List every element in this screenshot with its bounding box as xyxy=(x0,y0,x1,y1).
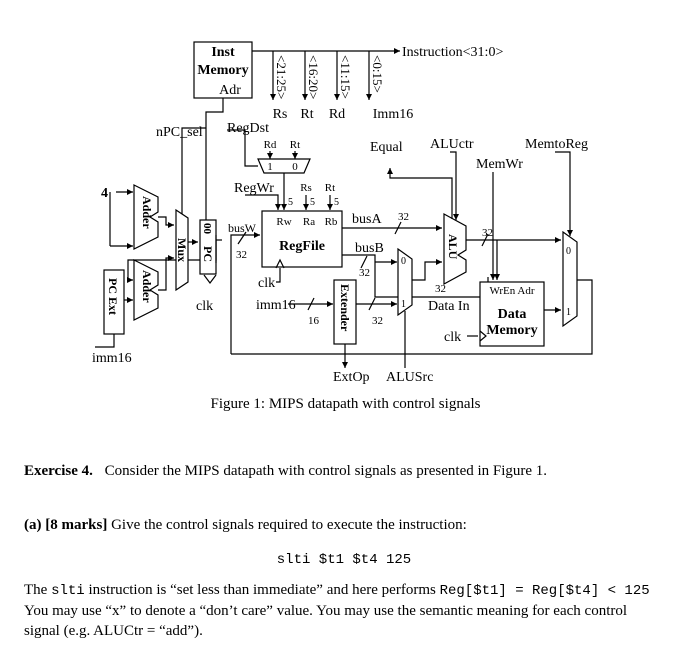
npc-mux xyxy=(175,208,189,292)
regdst-mux xyxy=(257,158,311,174)
busb-label: busB xyxy=(355,241,384,256)
npc-mux-label: Mux xyxy=(175,238,189,262)
field-name-rs: Rs xyxy=(273,107,288,122)
explanation-text-1: The xyxy=(24,582,52,598)
regdst-zero: 0 xyxy=(292,161,298,173)
data-memory-block xyxy=(479,281,545,347)
inst-memory-block xyxy=(193,41,253,99)
regfile-rt: Rt xyxy=(325,182,335,194)
explanation-paragraph: The slti instruction is “set less than i… xyxy=(24,580,664,641)
regdst-rd: Rd xyxy=(264,139,277,151)
ext-out-width: 32 xyxy=(372,315,383,327)
pc-ext-label: PC Ext xyxy=(106,278,120,315)
regdst-label: RegDst xyxy=(227,121,269,136)
pc-bits-label: 00 xyxy=(201,223,213,235)
pc-label: PC xyxy=(201,246,215,262)
data-memory-wren-adr: WrEn Adr xyxy=(489,285,534,297)
busw-label: busW xyxy=(228,221,257,235)
explanation-text-3: You may use “x” to denote a “don’t care”… xyxy=(24,603,628,639)
busa-label: busA xyxy=(352,212,382,227)
pc-clk-label: clk xyxy=(196,299,213,314)
imm16-left-label: imm16 xyxy=(92,351,132,366)
alusrc-label: ALUSrc xyxy=(386,370,433,385)
alusrc-mux-one: 1 xyxy=(401,299,406,310)
mips-datapath-figure: Inst Memory Adr Instruction<31:0> <21:25… xyxy=(92,41,593,385)
inst-memory-title2: Memory xyxy=(197,63,248,78)
regfile-ra: Ra xyxy=(303,216,315,228)
register-file xyxy=(261,210,343,268)
inst-memory-adr: Adr xyxy=(219,83,241,98)
alu-unit xyxy=(443,212,467,286)
alusrc-mux xyxy=(397,247,413,317)
regfile-rw: Rw xyxy=(276,216,291,228)
adder-top-label: Adder xyxy=(140,196,154,229)
instruction-label: Instruction<31:0> xyxy=(402,45,503,60)
regfile-five-1: 5 xyxy=(288,197,293,208)
memwr-label: MemWr xyxy=(476,157,523,172)
data-in-label: Data In xyxy=(428,299,470,314)
regfile-name: RegFile xyxy=(279,239,325,254)
adder-bottom-label: Adder xyxy=(140,270,154,303)
explanation-code-expr: Reg[$t1] = Reg[$t4] < 125 xyxy=(439,583,650,599)
regfile-rs: Rs xyxy=(300,182,312,194)
exercise-label: Exercise 4. xyxy=(24,463,93,479)
field-11-15: <11:15> xyxy=(338,55,353,99)
regdst-rt: Rt xyxy=(290,139,300,151)
regwr-label: RegWr xyxy=(234,181,274,196)
aluctr-label: ALUctr xyxy=(430,137,474,152)
data-memory-title2: Memory xyxy=(486,323,537,338)
imm16-mid-label: imm16 xyxy=(256,298,296,313)
field-21-25: <21:25> xyxy=(274,55,289,99)
regfile-five-3: 5 xyxy=(334,197,339,208)
data-memory-title: Data xyxy=(498,307,527,322)
regfile-rb: Rb xyxy=(325,216,338,228)
regdst-one: 1 xyxy=(267,161,273,173)
busa-width: 32 xyxy=(398,211,409,223)
equal-label: Equal xyxy=(370,140,403,155)
exercise-paragraph: Exercise 4. Consider the MIPS datapath w… xyxy=(24,461,664,481)
alu-label: ALU xyxy=(446,234,460,260)
field-0-15: <0:15> xyxy=(370,55,385,93)
memtoreg-label: MemtoReg xyxy=(525,137,588,152)
busb-to-mem-width: 32 xyxy=(435,283,446,295)
memtoreg-mux-one: 1 xyxy=(566,307,571,318)
explanation-text-2: instruction is “set less than immediate”… xyxy=(84,582,440,598)
four-constant: 4 xyxy=(101,186,108,201)
data-memory-clk-label: clk xyxy=(444,330,461,345)
field-name-rt: Rt xyxy=(300,107,313,122)
regfile-five-2: 5 xyxy=(310,197,315,208)
inst-memory-title: Inst xyxy=(211,45,235,60)
exercise-text: Consider the MIPS datapath with control … xyxy=(104,463,548,479)
field-16-20: <16:20> xyxy=(306,55,321,99)
figure-caption: Figure 1: MIPS datapath with control sig… xyxy=(210,396,481,412)
adder-bottom xyxy=(133,259,159,321)
alusrc-mux-zero: 0 xyxy=(401,256,406,267)
part-a-text: Give the control signals required to exe… xyxy=(111,517,467,533)
extender-label: Extender xyxy=(338,284,352,332)
part-a-label: (a) [8 marks] xyxy=(24,517,108,533)
extop-label: ExtOp xyxy=(333,370,370,385)
explanation-code-slti: slti xyxy=(51,583,85,599)
imm16-width: 16 xyxy=(308,315,320,327)
field-name-imm16: Imm16 xyxy=(373,107,413,122)
npc-sel-label: nPC_sel xyxy=(156,125,203,140)
part-a-paragraph: (a) [8 marks] Give the control signals r… xyxy=(24,515,664,535)
adder-top xyxy=(133,184,159,250)
field-name-rd: Rd xyxy=(329,107,345,122)
alu-out-width: 32 xyxy=(482,227,493,239)
regfile-clk-label: clk xyxy=(258,276,275,291)
instruction-code: slti $t1 $t4 125 xyxy=(276,552,412,568)
memtoreg-mux xyxy=(562,230,578,328)
busw-width: 32 xyxy=(236,249,247,261)
memtoreg-mux-zero: 0 xyxy=(566,246,571,257)
busb-width: 32 xyxy=(359,267,370,279)
